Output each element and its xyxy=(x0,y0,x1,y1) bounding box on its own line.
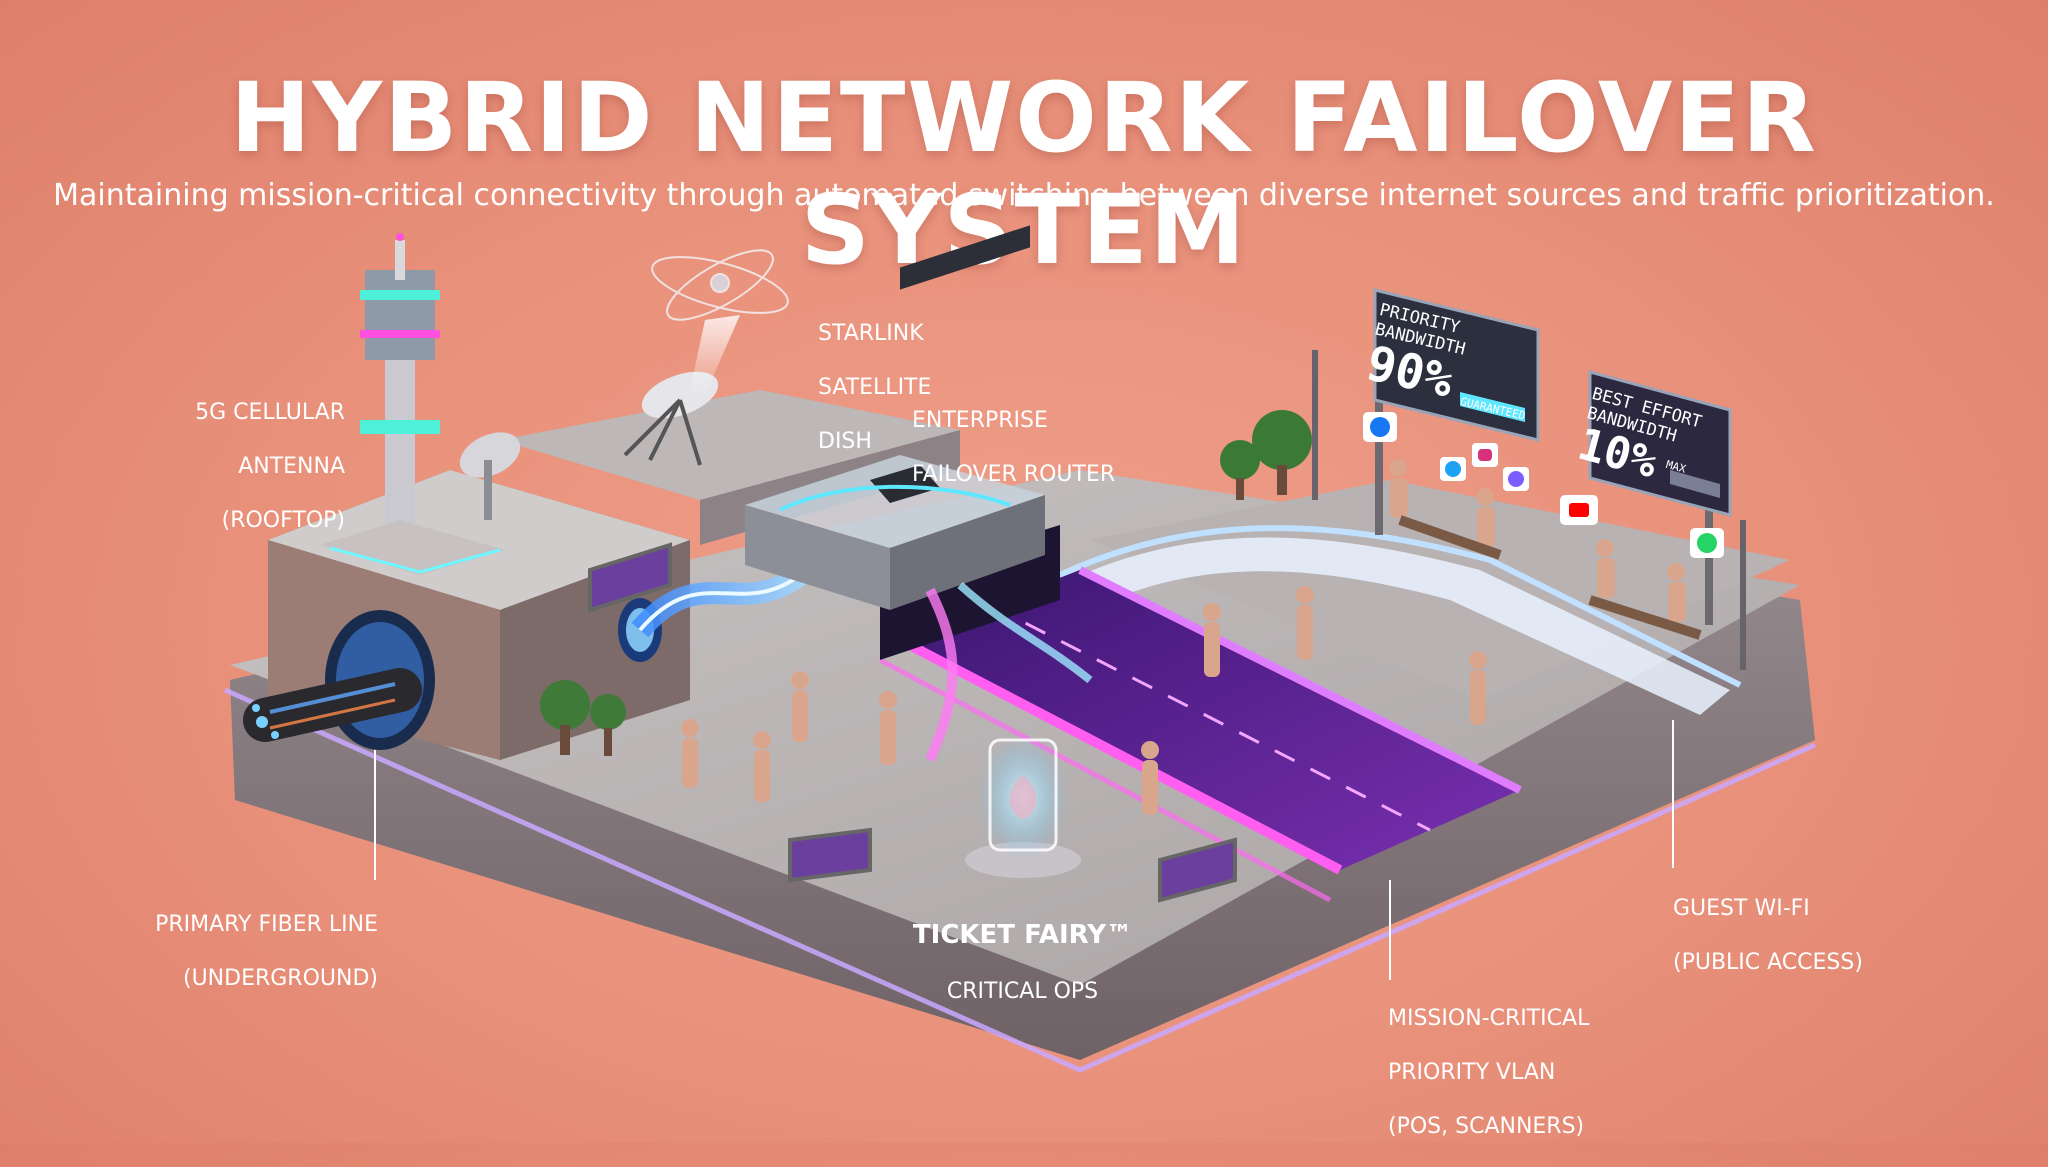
label-ticket-fairy: TICKET FAIRY™ CRITICAL OPS xyxy=(912,920,1133,1004)
guest-wifi-lane xyxy=(1070,537,1730,715)
twitter-icon xyxy=(1445,461,1461,477)
priority-sign-post xyxy=(1375,365,1383,535)
whatsapp-icon xyxy=(1697,533,1717,553)
label-fiber: PRIMARY FIBER LINE (UNDERGROUND) xyxy=(155,912,378,991)
starlink-dish xyxy=(623,315,740,466)
facebook-icon xyxy=(1370,417,1390,437)
social-icons xyxy=(1363,412,1724,558)
messenger-icon xyxy=(1508,471,1524,487)
priority-vlan-lane xyxy=(900,570,1520,870)
ticket-fairy-pedestal xyxy=(965,735,1081,878)
label-5g-cellular: 5G CELLULAR ANTENNA (ROOFTOP) xyxy=(195,400,345,533)
priority-bandwidth-sign xyxy=(1373,288,1540,442)
label-starlink: STARLINK SATELLITE DISH xyxy=(818,321,932,454)
youtube-icon xyxy=(1569,503,1589,517)
satellite-orbit xyxy=(651,249,789,321)
rooftop-building xyxy=(268,470,690,760)
crowd-figures xyxy=(681,459,1686,815)
failover-router xyxy=(745,225,1045,610)
label-guest-wifi: GUEST WI-FI (PUBLIC ACCESS) xyxy=(1673,896,1863,975)
network-scene-illustration xyxy=(223,225,1817,1073)
label-router: ENTERPRISE FAILOVER ROUTER xyxy=(912,408,1116,487)
upper-roof xyxy=(500,390,960,500)
priority-sign-text: PRIORITY BANDWIDTH 90% xyxy=(1361,300,1468,410)
rooftop-dish xyxy=(459,432,521,478)
bench xyxy=(1398,515,1502,560)
cell-tower xyxy=(320,233,505,575)
instagram-icon xyxy=(1478,449,1492,461)
page-subtitle: Maintaining mission-critical connectivit… xyxy=(53,178,1995,213)
bench xyxy=(1588,595,1702,640)
banner xyxy=(588,542,672,613)
trees xyxy=(540,410,1312,756)
barrier xyxy=(1158,837,1237,903)
best-effort-bandwidth-sign xyxy=(1588,370,1732,517)
barrier xyxy=(788,827,872,883)
label-priority-vlan: MISSION-CRITICAL PRIORITY VLAN (POS, SCA… xyxy=(1388,1006,1590,1139)
fiber-cable xyxy=(243,668,422,742)
